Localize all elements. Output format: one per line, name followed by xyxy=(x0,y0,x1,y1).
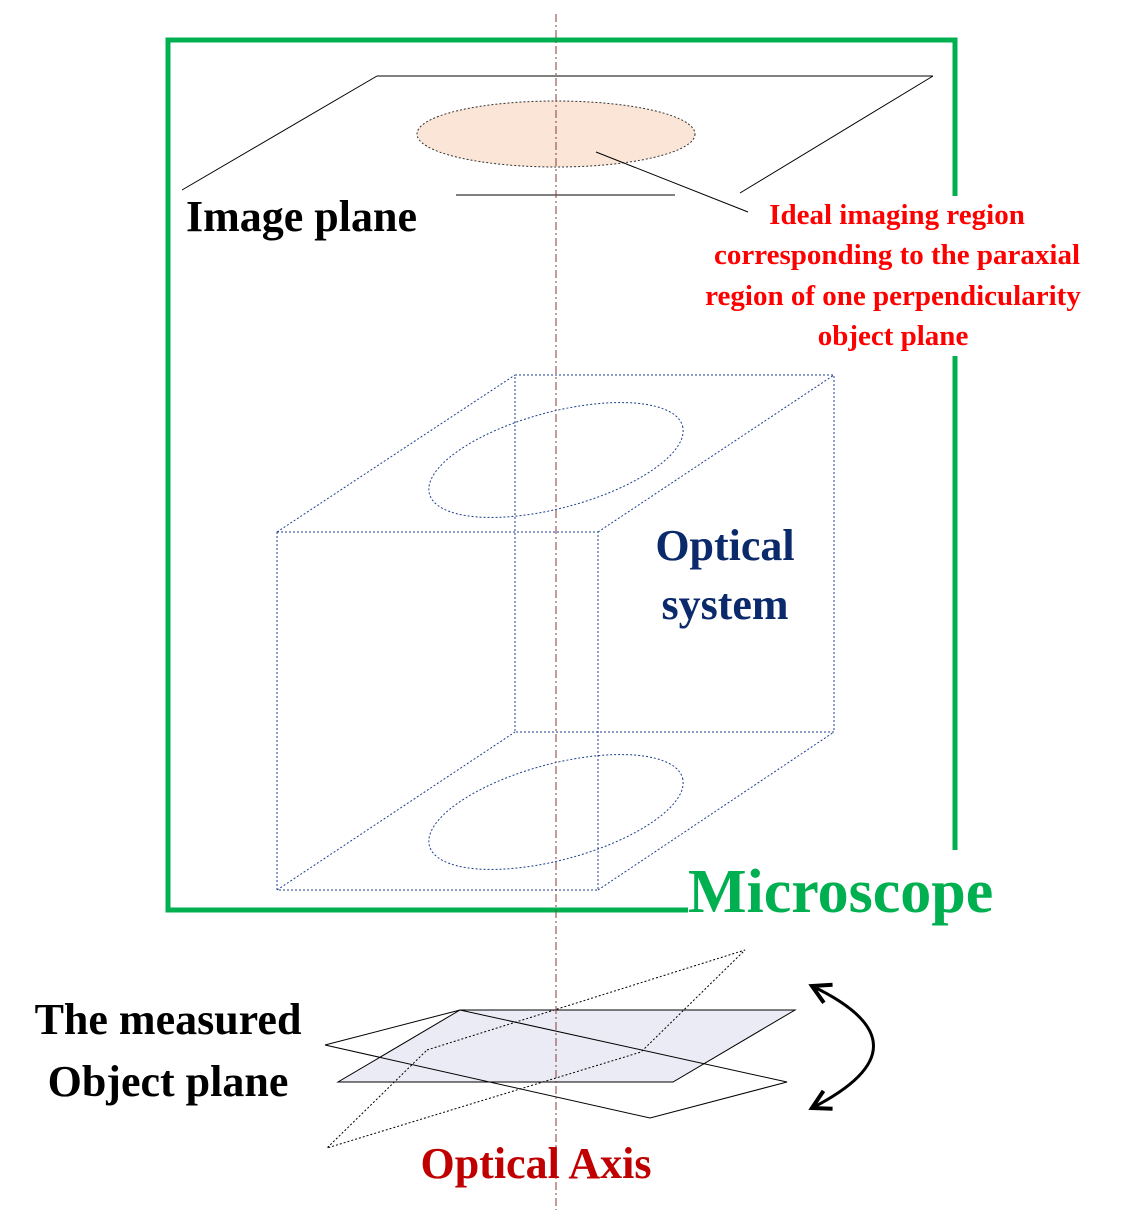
svg-text:The measured: The measured xyxy=(35,995,302,1044)
microscope-label: Microscope xyxy=(688,858,993,926)
optical-system-label: Optical system xyxy=(655,521,794,629)
svg-text:region of one perpendicularity: region of one perpendicularity xyxy=(705,280,1081,312)
svg-text:system: system xyxy=(661,580,788,629)
upper-lens-ellipse xyxy=(428,402,684,518)
lower-lens-ellipse xyxy=(428,754,684,870)
svg-text:object plane: object plane xyxy=(818,320,969,352)
object-planes xyxy=(324,949,797,1149)
image-plane xyxy=(181,75,934,196)
svg-text:Object plane: Object plane xyxy=(48,1057,289,1106)
svg-text:Ideal imaging region: Ideal imaging region xyxy=(769,199,1025,231)
rotation-arrow-icon xyxy=(812,986,875,1108)
optical-system-cube xyxy=(276,374,835,891)
image-plane-label: Image plane xyxy=(186,192,417,241)
object-plane-label: The measured Object plane xyxy=(35,995,302,1106)
optical-axis-label: Optical Axis xyxy=(420,1139,651,1188)
svg-text:corresponding to the paraxial: corresponding to the paraxial xyxy=(714,239,1080,271)
object-plane-tilted-b xyxy=(324,1009,788,1119)
object-plane-horizontal xyxy=(336,1009,797,1083)
ideal-region-label: Ideal imaging region corresponding to th… xyxy=(705,199,1081,352)
ideal-region-leader xyxy=(595,151,749,213)
microscope-frame xyxy=(165,37,958,913)
svg-text:Optical: Optical xyxy=(655,521,794,570)
